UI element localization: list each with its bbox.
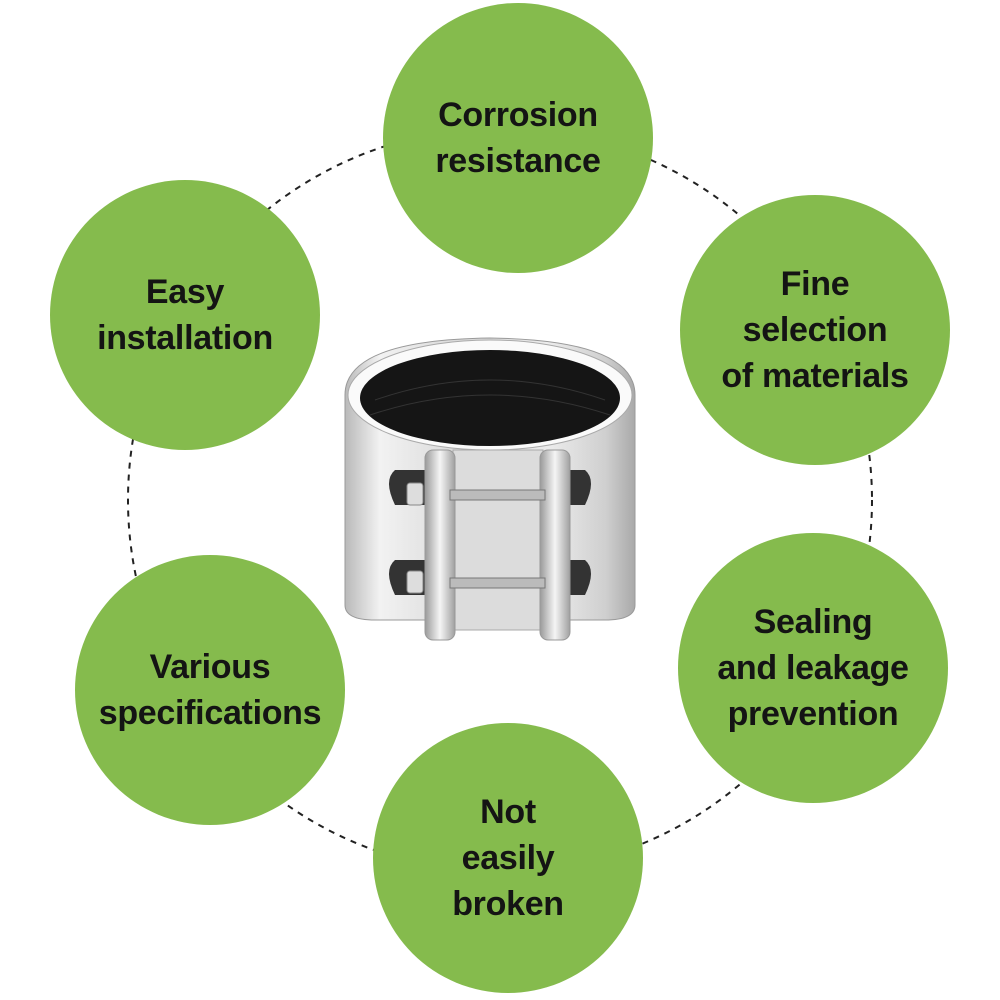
feature-label: Easy installation xyxy=(97,273,273,357)
feature-fine-selection-of-materials: Fine selection of materials xyxy=(680,195,950,465)
feature-easy-installation: Easy installation xyxy=(50,180,320,450)
feature-label: Corrosion resistance xyxy=(435,96,601,180)
feature-sealing-leakage-prevention: Sealing and leakage prevention xyxy=(678,533,948,803)
feature-not-easily-broken: Not easily broken xyxy=(373,723,643,993)
pipe-repair-clamp-image xyxy=(344,337,636,641)
feature-label: Various specifications xyxy=(98,648,322,732)
feature-corrosion-resistance: Corrosion resistance xyxy=(383,3,653,273)
feature-label: Fine selection of materials xyxy=(721,265,909,395)
feature-various-specifications: Various specifications xyxy=(75,555,345,825)
feature-label: Sealing and leakage prevention xyxy=(717,603,909,733)
feature-label: Not easily broken xyxy=(452,793,564,923)
